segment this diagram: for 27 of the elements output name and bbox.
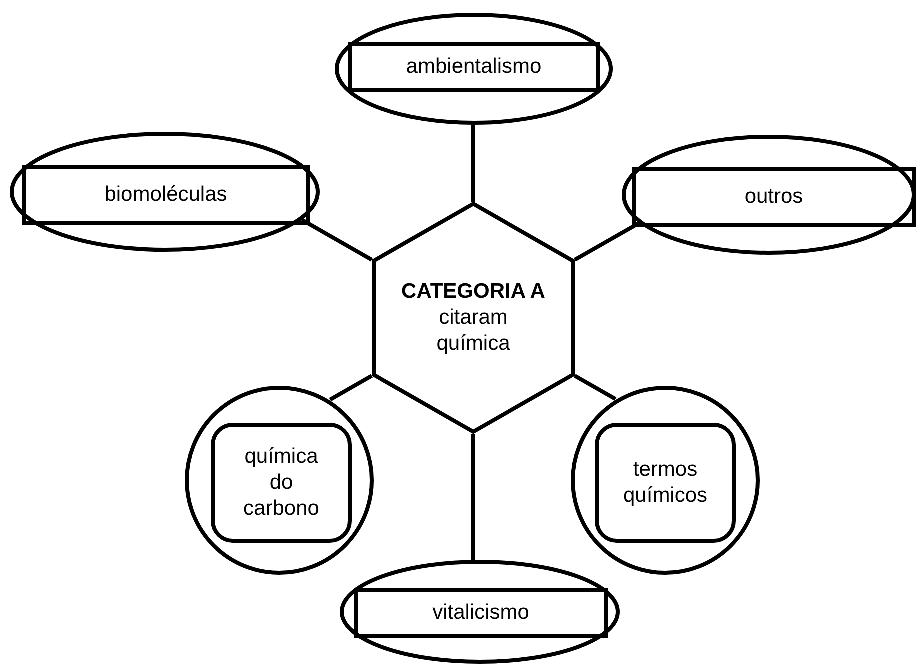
node-text: biomoléculas [104, 182, 228, 208]
node-text: outros [744, 184, 804, 210]
node-heading: CATEGORIA A [400, 278, 546, 305]
label-box [354, 588, 608, 638]
node-text: química do carbono [242, 444, 320, 522]
ellipse-node [340, 560, 620, 664]
label-box [632, 167, 916, 227]
circle-node [182, 386, 377, 575]
node-text: ambientalismo [405, 54, 543, 80]
connector-line [574, 222, 640, 262]
ellipse-node [622, 135, 916, 255]
node-text: termos químicos [622, 456, 709, 509]
rounded-label-box [595, 423, 736, 543]
hexagon-node [372, 202, 575, 434]
connector-line [472, 125, 476, 202]
label-box [348, 42, 600, 92]
circle-node [568, 386, 763, 575]
label-box [22, 165, 310, 225]
ellipse-node [10, 132, 320, 252]
node-text: vitalicismo [432, 600, 530, 626]
ellipse-node [335, 13, 613, 125]
connector-line [472, 434, 476, 560]
connector-line [329, 374, 373, 402]
node-text: citaram química [436, 304, 512, 358]
rounded-label-box [211, 423, 352, 543]
connector-line [301, 218, 373, 262]
connector-line [574, 374, 617, 401]
